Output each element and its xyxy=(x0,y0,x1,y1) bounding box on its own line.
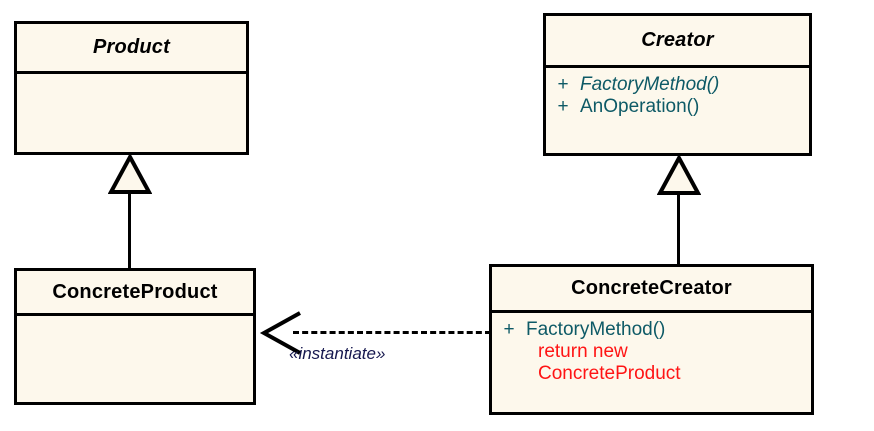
dependency-open-arrowhead-icon xyxy=(259,310,303,356)
uml-members-compartment-product xyxy=(17,74,246,152)
uml-operation-anoperation: AnOperation() xyxy=(580,96,700,118)
dependency-stereotype-label: «instantiate» xyxy=(289,344,386,363)
uml-member-row: return new xyxy=(492,341,811,363)
uml-member-row: + FactoryMethod() xyxy=(546,74,809,96)
uml-class-name-creator: Creator xyxy=(641,29,714,51)
uml-class-name-product: Product xyxy=(93,36,170,58)
uml-operation-factorymethod: FactoryMethod() xyxy=(526,319,666,340)
uml-members-compartment-concrete-creator: + FactoryMethod() return new ConcretePro… xyxy=(492,313,811,412)
uml-member-row: ConcreteProduct xyxy=(492,363,811,385)
uml-member-row: + AnOperation() xyxy=(546,96,809,118)
uml-name-compartment-product: Product xyxy=(17,24,246,74)
generalization-line-creator xyxy=(677,191,680,266)
uml-class-name-concrete-product: ConcreteProduct xyxy=(52,280,218,303)
uml-name-compartment-concrete-product: ConcreteProduct xyxy=(17,271,253,316)
uml-operation-factorymethod: FactoryMethod() xyxy=(580,74,720,95)
uml-note-concrete-product: ConcreteProduct xyxy=(538,363,681,385)
uml-name-compartment-creator: Creator xyxy=(546,16,809,68)
uml-members-compartment-creator: + FactoryMethod() + AnOperation() xyxy=(546,68,809,153)
uml-class-product[interactable]: Product xyxy=(14,21,249,155)
uml-member-row: + FactoryMethod() xyxy=(492,319,811,341)
instantiate-dependency-line xyxy=(293,331,491,334)
visibility-marker-public: + xyxy=(503,319,515,340)
generalization-triangle-creator-icon xyxy=(657,156,701,196)
uml-class-creator[interactable]: Creator + FactoryMethod() + AnOperation(… xyxy=(543,13,812,156)
uml-class-name-concrete-creator: ConcreteCreator xyxy=(571,277,732,299)
uml-name-compartment-concrete-creator: ConcreteCreator xyxy=(492,267,811,313)
uml-members-compartment-concrete-product xyxy=(17,316,253,402)
visibility-marker-public: + xyxy=(557,96,569,118)
uml-class-concrete-product[interactable]: ConcreteProduct xyxy=(14,268,256,405)
uml-class-concrete-creator[interactable]: ConcreteCreator + FactoryMethod() return… xyxy=(489,264,814,415)
generalization-line-product xyxy=(128,190,131,270)
uml-note-return-new: return new xyxy=(538,341,628,363)
visibility-marker-public: + xyxy=(557,74,569,95)
generalization-triangle-product-icon xyxy=(108,155,152,195)
